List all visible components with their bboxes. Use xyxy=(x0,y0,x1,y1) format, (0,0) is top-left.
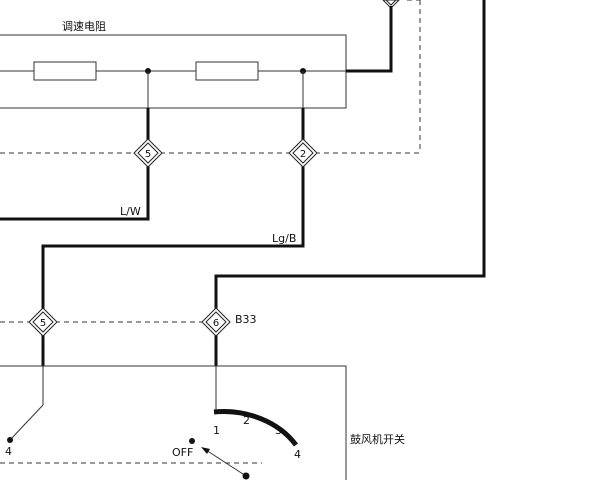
wire-label-lgb: Lg/B xyxy=(272,232,296,245)
switch-left-terminal-label: 4 xyxy=(5,445,12,458)
connector-5-top-label: 5 xyxy=(145,149,151,160)
blower-switch-box: 4 1 2 3 4 OFF xyxy=(0,365,347,480)
switch-position-4: 4 xyxy=(294,448,301,461)
connector-5-top: 5 xyxy=(133,138,163,168)
switch-lever xyxy=(205,449,247,477)
connector-2-top: 2 xyxy=(288,138,318,168)
switch-position-3: 3 xyxy=(275,424,282,437)
resistor-2 xyxy=(195,61,259,81)
switch-position-1: 1 xyxy=(213,424,220,437)
thick-wires xyxy=(0,0,486,366)
switch-off-label: OFF xyxy=(172,446,193,459)
connector-5-bottom-label: 5 xyxy=(40,318,46,329)
connector-2-top-label: 2 xyxy=(300,149,306,160)
shield-dashed-lines xyxy=(0,0,421,464)
connector-top-right xyxy=(382,0,400,9)
speed-resistor-title: 调速电阻 xyxy=(62,20,106,33)
switch-speed-arc xyxy=(213,409,299,447)
connector-5-bottom: 5 xyxy=(28,307,58,337)
resistor-1 xyxy=(33,61,97,81)
connector-id-label: B33 xyxy=(235,313,257,326)
switch-pivot xyxy=(242,472,250,480)
connector-6-bottom-label: 6 xyxy=(213,318,219,329)
speed-resistor-box: 调速电阻 xyxy=(0,20,347,109)
switch-left-contact xyxy=(7,437,13,443)
connector-6-bottom: 6 xyxy=(201,307,231,337)
blower-switch-title: 鼓风机开关 xyxy=(350,432,405,446)
switch-off-contact xyxy=(189,438,195,444)
switch-lever-arrow xyxy=(201,447,210,454)
wire-label-lw: L/W xyxy=(120,205,141,218)
switch-position-2: 2 xyxy=(243,414,250,427)
